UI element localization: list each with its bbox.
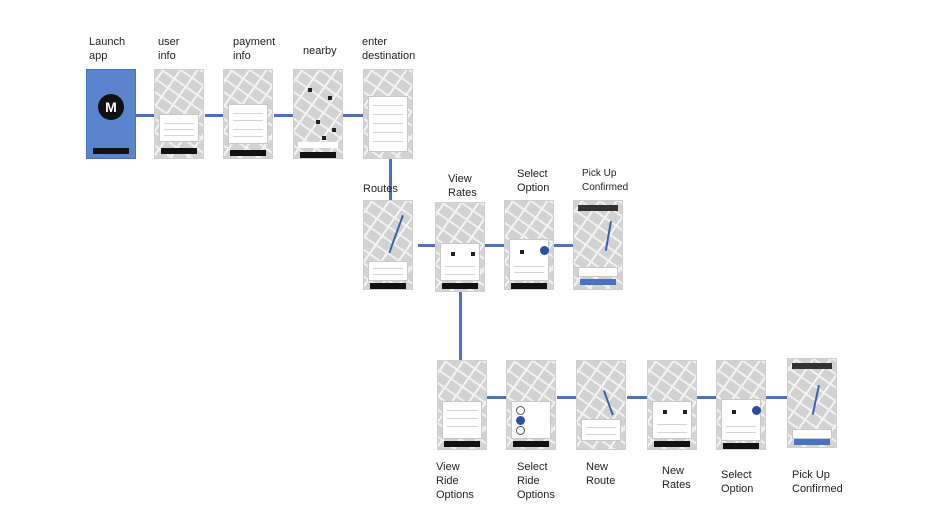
view-rates-button (370, 283, 406, 289)
screen-payment (223, 69, 273, 159)
enter-destination-button (300, 152, 336, 158)
label-nearby: nearby (303, 45, 337, 57)
pickup-banner (792, 363, 832, 369)
ride-options-card (511, 401, 551, 439)
connector-newrates-select2 (697, 396, 716, 399)
connector-payment-nearby (274, 114, 293, 117)
label-destination: enter destination (362, 36, 416, 62)
screen-routes (363, 200, 413, 290)
connector-newroute-newrates (627, 396, 647, 399)
pickup-confirmed-button (580, 279, 616, 285)
form-card (228, 104, 268, 144)
screen-destination (363, 69, 413, 159)
pickup-confirmed-button (794, 439, 830, 445)
selected-ride-icon (516, 416, 525, 425)
label-new-rates: New Rates (662, 465, 691, 491)
label-new-route: New Route (586, 461, 616, 487)
screen-new-rates (647, 360, 697, 450)
label-pickup-2: Pick Up Confirmed (792, 469, 843, 495)
screen-select-option (504, 200, 554, 290)
screen-view-rates (435, 202, 485, 292)
logo-icon: M (98, 94, 124, 120)
continue-button (161, 148, 197, 154)
screen-view-ride (437, 360, 487, 450)
done-button (444, 441, 480, 447)
connector-rates-select (485, 244, 504, 247)
ride-options-card (442, 401, 482, 439)
done-button (513, 441, 549, 447)
label-launch: Launch app (89, 36, 126, 62)
connector-routes-rates (418, 244, 435, 247)
connector-nearby-destination (343, 114, 363, 117)
signin-button (93, 148, 129, 154)
options-card (509, 239, 549, 281)
form-card (159, 114, 199, 142)
connector-select2-pickup2 (766, 396, 787, 399)
selected-option-icon (540, 246, 549, 255)
signup-button (230, 150, 266, 156)
connector-viewride-selectride (487, 396, 506, 399)
select-rate-button (654, 441, 690, 447)
screen-launch: M (86, 69, 136, 159)
label-routes: Routes (363, 183, 398, 195)
select-rate-button (442, 283, 478, 289)
screen-select-ride (506, 360, 556, 450)
connector-launch-user (136, 114, 154, 117)
label-view-ride: View Ride Options (436, 461, 474, 501)
map-background (155, 70, 203, 158)
screen-new-route (576, 360, 626, 450)
connector-selectride-newroute (557, 396, 576, 399)
screen-nearby (293, 69, 343, 159)
connector-select-pickup (553, 244, 573, 247)
label-select-option-2: Select Option (721, 469, 754, 495)
connector-user-payment (205, 114, 223, 117)
screen-pickup-2 (787, 358, 837, 448)
confirm-button (723, 443, 759, 449)
connector-destination-routes (389, 157, 392, 200)
label-user: user info (158, 36, 180, 62)
options-card (721, 399, 761, 441)
screen-select-option-2 (716, 360, 766, 450)
confirm-button (511, 283, 547, 289)
destination-list (368, 96, 408, 152)
screen-user (154, 69, 204, 159)
label-select-option: Select Option (517, 168, 550, 194)
connector-rates-viewride (459, 291, 462, 361)
screen-pickup (573, 200, 623, 290)
label-view-rates: View Rates (448, 173, 477, 199)
label-payment: payment info (233, 36, 276, 62)
selected-option-icon (752, 406, 761, 415)
rates-card (652, 401, 692, 439)
label-pickup: Pick Up Confirmed (582, 168, 629, 193)
label-select-ride: Select Ride Options (517, 461, 555, 501)
rates-card (440, 243, 480, 281)
pickup-banner (578, 205, 618, 211)
